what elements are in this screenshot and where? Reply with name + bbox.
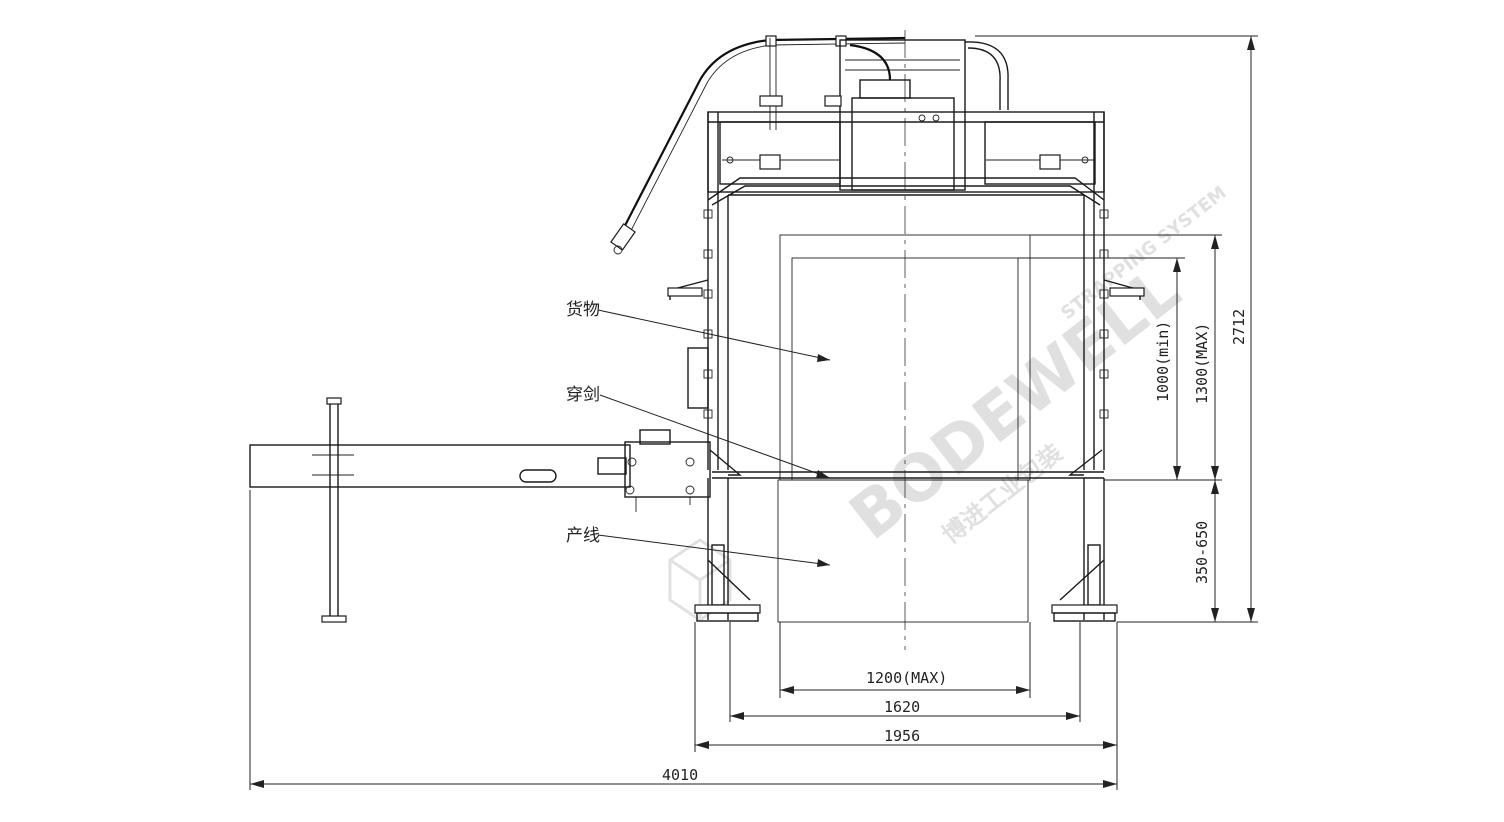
lance-conveyor bbox=[249, 397, 1104, 623]
watermark: BODEWELL STRAPPING SYSTEM 博进工业包装 bbox=[837, 182, 1231, 554]
upper-frame bbox=[707, 111, 1105, 206]
leader-lines bbox=[597, 309, 831, 567]
base-legs bbox=[694, 478, 1118, 623]
dim-inner-width: 1620 bbox=[884, 698, 920, 716]
cable-arm bbox=[610, 35, 906, 255]
dim-outer-width: 1956 bbox=[884, 727, 920, 745]
top-drive-unit bbox=[759, 38, 1009, 191]
label-lance: 穿剑 bbox=[566, 385, 600, 405]
dim-line-height: 350-650 bbox=[1193, 521, 1211, 584]
dim-width-max: 1200(MAX) bbox=[866, 669, 947, 687]
dim-height-max: 1300(MAX) bbox=[1193, 323, 1211, 404]
dim-total-length: 4010 bbox=[662, 766, 698, 784]
label-goods: 货物 bbox=[566, 300, 600, 320]
dim-height-min: 1000(min) bbox=[1154, 321, 1172, 402]
vertical-dimensions bbox=[975, 35, 1258, 623]
horizontal-dimensions bbox=[249, 490, 1118, 790]
dim-total-height: 2712 bbox=[1230, 309, 1248, 345]
main-frame bbox=[667, 112, 1145, 476]
label-line: 产线 bbox=[566, 526, 600, 546]
